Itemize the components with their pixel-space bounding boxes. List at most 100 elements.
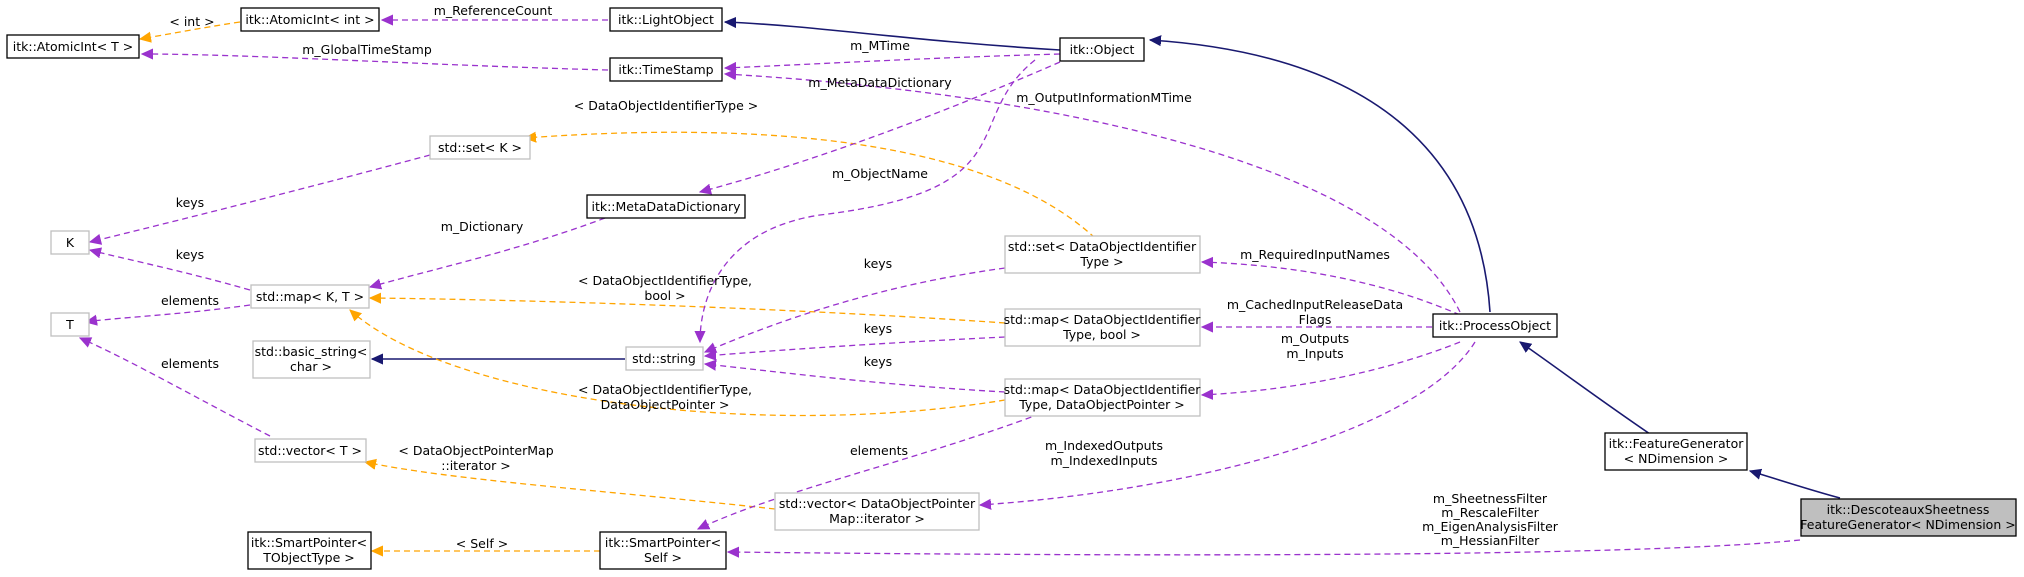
edge-object-metadatadictionary <box>700 61 1061 192</box>
svg-text:std::vector< T >: std::vector< T > <box>258 443 362 458</box>
edge-label-keys-map-ptr: keys <box>864 354 892 369</box>
svg-text:std::map< DataObjectIdentifier: std::map< DataObjectIdentifierType, bool… <box>1004 312 1202 342</box>
edge-label-self: < Self > <box>456 536 508 551</box>
node-smart-pointer-self[interactable]: itk::SmartPointer<Self > <box>599 531 727 570</box>
edge-mapdoiptr-elements <box>698 409 1051 530</box>
edge-mapKT-keys <box>90 250 251 291</box>
edge-mapdoiptr-keys <box>705 364 1006 393</box>
edge-label-meta-data-dictionary: m_MetaDataDictionary <box>808 75 952 90</box>
svg-text:std::basic_string<char >: std::basic_string<char > <box>255 344 368 374</box>
edge-label-dictionary: m_Dictionary <box>441 219 524 234</box>
edge-object-mtime <box>725 53 1061 68</box>
edges <box>80 20 1841 555</box>
svg-text:std::map< DataObjectIdentifier: std::map< DataObjectIdentifierType, Data… <box>1004 382 1202 412</box>
node-map-K-T[interactable]: std::map< K, T > <box>250 284 370 309</box>
node-atomic-int-T[interactable]: itk::AtomicInt< T > <box>6 34 140 59</box>
edge-label-reference-count: m_ReferenceCount <box>434 3 553 18</box>
edge-mapKT-elements <box>86 304 251 322</box>
edge-vectorT-elements <box>80 338 271 437</box>
edge-mapdoibool-keys <box>705 336 1006 356</box>
node-time-stamp[interactable]: itk::TimeStamp <box>609 57 723 82</box>
edge-object-objectname <box>700 59 1036 342</box>
edge-descoteaux-filters <box>728 539 1801 555</box>
edge-label-object-name: m_ObjectName <box>832 166 928 181</box>
node-object[interactable]: itk::Object <box>1059 37 1145 62</box>
svg-text:K: K <box>66 235 75 250</box>
edge-processobject-to-object <box>1150 40 1491 313</box>
edge-setK-keys <box>90 154 431 242</box>
node-atomic-int-int[interactable]: itk::AtomicInt< int > <box>240 7 380 32</box>
node-K[interactable]: K <box>50 230 90 255</box>
node-feature-generator[interactable]: itk::FeatureGenerator< NDimension > <box>1604 432 1748 471</box>
nodes: itk::AtomicInt< T > itk::AtomicInt< int … <box>6 7 2017 570</box>
svg-text:std::map< K, T >: std::map< K, T > <box>256 289 364 304</box>
edge-processobject-requiredinputnames <box>1202 262 1461 316</box>
svg-text:std::vector< DataObjectPointer: std::vector< DataObjectPointerMap::itera… <box>779 496 976 526</box>
edge-label-elements-map: elements <box>161 293 219 308</box>
node-process-object[interactable]: itk::ProcessObject <box>1432 313 1558 338</box>
edge-mapdoibool-to-mapKT <box>370 298 1006 324</box>
edge-metadata-dictionary <box>370 217 606 287</box>
edge-label-int: < int > <box>169 14 214 29</box>
node-basic-string[interactable]: std::basic_string<char > <box>252 340 371 379</box>
svg-text:itk::FeatureGenerator< NDimens: itk::FeatureGenerator< NDimension > <box>1609 436 1745 466</box>
svg-text:itk::AtomicInt< int >: itk::AtomicInt< int > <box>245 12 374 27</box>
edge-label-keys-map-bool: keys <box>864 321 892 336</box>
svg-text:itk::SmartPointer<Self >: itk::SmartPointer<Self > <box>605 535 721 565</box>
edge-vectordop-to-vectorT <box>365 462 776 510</box>
edge-timestamp-globaltimestamp <box>142 54 609 71</box>
edge-label-keys-set: keys <box>176 195 204 210</box>
edge-labels: < int > m_ReferenceCount m_GlobalTimeSta… <box>161 3 1559 551</box>
edge-label-keys-set-doi: keys <box>864 256 892 271</box>
edge-processobject-indexed <box>980 341 1476 505</box>
node-T[interactable]: T <box>50 312 90 337</box>
edge-label-global-time-stamp: m_GlobalTimeStamp <box>302 42 432 57</box>
edge-setdoi-to-setK <box>525 132 1096 239</box>
edge-label-doi-type: < DataObjectIdentifierType > <box>574 98 758 113</box>
edge-label-required-input-names: m_RequiredInputNames <box>1240 247 1390 262</box>
svg-text:itk::MetaDataDictionary: itk::MetaDataDictionary <box>591 199 741 214</box>
edge-label-output-information-mtime: m_OutputInformationMTime <box>1016 90 1192 105</box>
node-meta-data-dictionary[interactable]: itk::MetaDataDictionary <box>586 194 746 219</box>
edge-label-dop-map-iterator: < DataObjectPointerMap::iterator > <box>398 443 553 473</box>
node-set-K[interactable]: std::set< K > <box>429 135 531 160</box>
edge-label-mtime: m_MTime <box>850 38 910 53</box>
node-smart-pointer-T[interactable]: itk::SmartPointer<TObjectType > <box>247 531 372 570</box>
edge-label-elements-vector-dop: elements <box>850 443 908 458</box>
svg-text:std::set< K >: std::set< K > <box>438 140 522 155</box>
edge-label-elements-vector: elements <box>161 356 219 371</box>
node-light-object[interactable]: itk::LightObject <box>609 7 723 32</box>
edge-atomicint-int-to-T <box>140 21 241 39</box>
edge-label-keys-map: keys <box>176 247 204 262</box>
svg-text:T: T <box>65 317 74 332</box>
svg-text:itk::AtomicInt< T >: itk::AtomicInt< T > <box>13 39 133 54</box>
node-vector-T[interactable]: std::vector< T > <box>254 438 367 463</box>
svg-text:itk::TimeStamp: itk::TimeStamp <box>618 62 713 77</box>
edge-object-to-lightobject <box>725 22 1061 51</box>
svg-text:itk::ProcessObject: itk::ProcessObject <box>1439 318 1551 333</box>
svg-text:std::set< DataObjectIdentifier: std::set< DataObjectIdentifierType > <box>1008 239 1197 269</box>
edge-label-doi-type-ptr: < DataObjectIdentifierType,DataObjectPoi… <box>578 382 752 412</box>
edge-processobject-outputs-inputs <box>1202 341 1461 395</box>
edge-featuregenerator-to-processobject <box>1520 342 1651 435</box>
edge-descoteaux-to-featuregenerator <box>1750 471 1841 499</box>
svg-text:itk::Object: itk::Object <box>1070 42 1135 57</box>
svg-text:std::string: std::string <box>632 351 696 366</box>
svg-text:itk::SmartPointer<TObjectType: itk::SmartPointer<TObjectType > <box>251 535 367 565</box>
svg-text:itk::LightObject: itk::LightObject <box>618 12 714 27</box>
edge-setdoi-keys <box>705 267 1006 352</box>
edge-processobject-outputinfo-mtime <box>725 74 1461 313</box>
node-string[interactable]: std::string <box>625 346 704 371</box>
edge-label-doi-type-bool: < DataObjectIdentifierType,bool > <box>578 273 752 303</box>
